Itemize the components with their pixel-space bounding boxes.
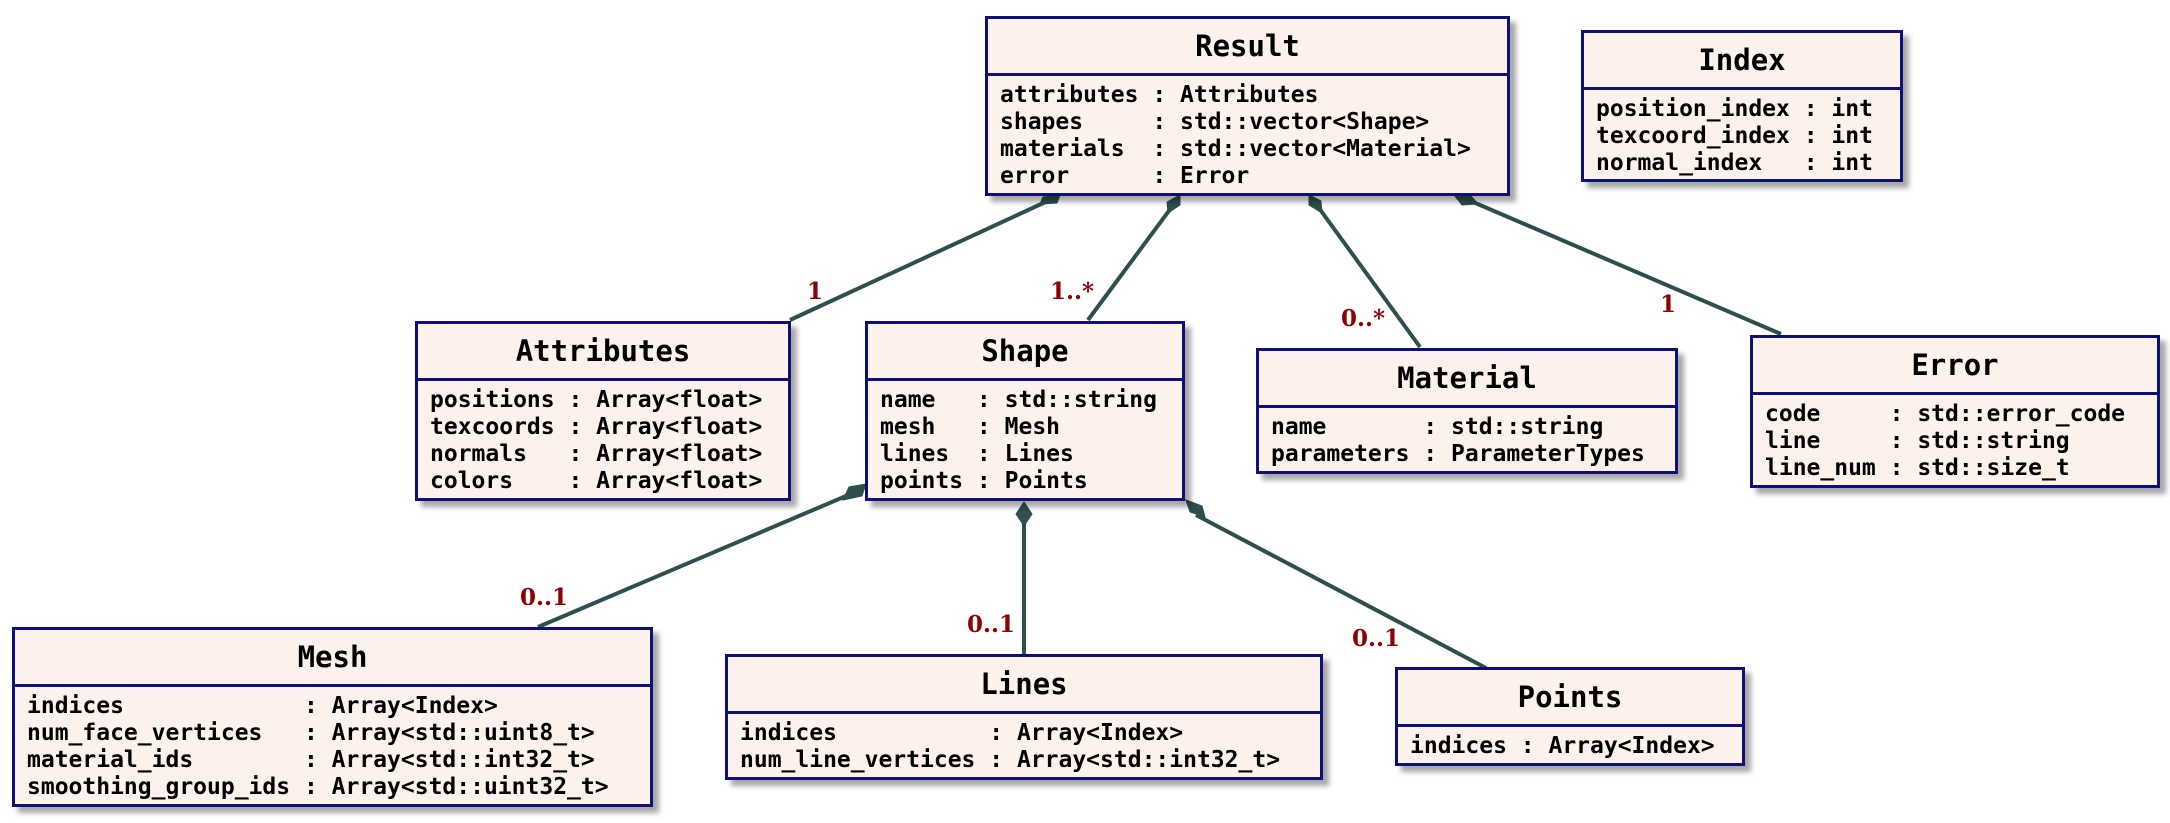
link-shape-points [1195, 513, 1487, 670]
attribute-line: material_ids : Array<std::int32_t> [27, 747, 595, 773]
attribute-line: materials : std::vector<Material> [1000, 136, 1471, 162]
attribute-line: attributes : Attributes [1000, 82, 1319, 108]
link-result-material [1314, 202, 1422, 349]
attribute-line: position_index : int [1596, 96, 1873, 122]
diamond-shape-mesh [842, 483, 867, 501]
attribute-line: normals : Array<float> [430, 441, 763, 467]
link-result-shape [1086, 202, 1176, 322]
attribute-line: error : Error [1000, 163, 1250, 189]
multiplicity-shape-mesh: 0..1 [520, 584, 569, 611]
class-attributes: positions : Array<float>texcoords : Arra… [418, 381, 788, 501]
attribute-line: code : std::error_code [1765, 401, 2126, 427]
class-points: Points indices : Array<Index> [1395, 667, 1745, 766]
class-title: Material [1259, 351, 1675, 408]
attribute-line: indices : Array<Index> [27, 693, 498, 719]
multiplicity-result-shape: 1..* [1050, 278, 1095, 305]
class-title: Index [1584, 33, 1900, 90]
diamond-shape-points [1185, 499, 1206, 518]
link-result-attributes [789, 197, 1053, 322]
attribute-line: positions : Array<float> [430, 387, 763, 413]
diamond-result-material [1308, 194, 1323, 214]
link-result-error [1465, 197, 1782, 336]
diamond-result-error [1452, 194, 1480, 206]
attribute-line: texcoords : Array<float> [430, 414, 763, 440]
class-lines: Lines indices : Array<Index>num_line_ver… [725, 654, 1323, 780]
class-attributes: indices : Array<Index> [1398, 727, 1742, 766]
attribute-line: mesh : Mesh [880, 414, 1061, 440]
class-attributes: indices : Array<Index>num_line_vertices … [728, 714, 1320, 780]
attribute-line: num_line_vertices : Array<std::int32_t> [740, 747, 1281, 773]
class-attributes: Attributes positions : Array<float>texco… [415, 321, 791, 501]
multiplicity-result-material: 0..* [1341, 305, 1386, 332]
attribute-line: name : std::string [1271, 414, 1604, 440]
class-title: Error [1753, 338, 2157, 395]
attribute-line: indices : Array<Index> [1410, 733, 1715, 759]
diamond-shape-lines [1015, 501, 1033, 527]
multiplicity-shape-lines: 0..1 [967, 611, 1016, 638]
attribute-line: parameters : ParameterTypes [1271, 441, 1645, 467]
link-shape-mesh [537, 494, 847, 629]
class-title: Result [988, 19, 1507, 76]
class-title: Lines [728, 657, 1320, 714]
class-title: Points [1398, 670, 1742, 727]
attribute-line: points : Points [880, 468, 1088, 494]
class-title: Shape [868, 324, 1182, 381]
attribute-line: lines : Lines [880, 441, 1074, 467]
class-title: Mesh [15, 630, 650, 687]
attribute-line: colors : Array<float> [430, 468, 763, 494]
class-attributes: indices : Array<Index>num_face_vertices … [15, 687, 650, 807]
class-title: Attributes [418, 324, 788, 381]
attribute-line: texcoord_index : int [1596, 123, 1873, 149]
multiplicity-shape-points: 0..1 [1352, 625, 1401, 652]
attribute-line: normal_index : int [1596, 150, 1873, 176]
multiplicity-result-error: 1 [1660, 291, 1677, 318]
class-mesh: Mesh indices : Array<Index>num_face_vert… [12, 627, 653, 807]
multiplicity-result-attributes: 1 [807, 278, 824, 305]
attribute-line: smoothing_group_ids : Array<std::uint32_… [27, 774, 609, 800]
diamond-result-attributes [1039, 194, 1061, 205]
attribute-line: name : std::string [880, 387, 1157, 413]
attribute-line: line : std::string [1765, 428, 2070, 454]
diamond-result-shape [1166, 194, 1181, 214]
attribute-line: indices : Array<Index> [740, 720, 1184, 746]
attribute-line: num_face_vertices : Array<std::uint8_t> [27, 720, 595, 746]
attribute-line: line_num : std::size_t [1765, 455, 2070, 481]
attribute-line: shapes : std::vector<Shape> [1000, 109, 1430, 135]
